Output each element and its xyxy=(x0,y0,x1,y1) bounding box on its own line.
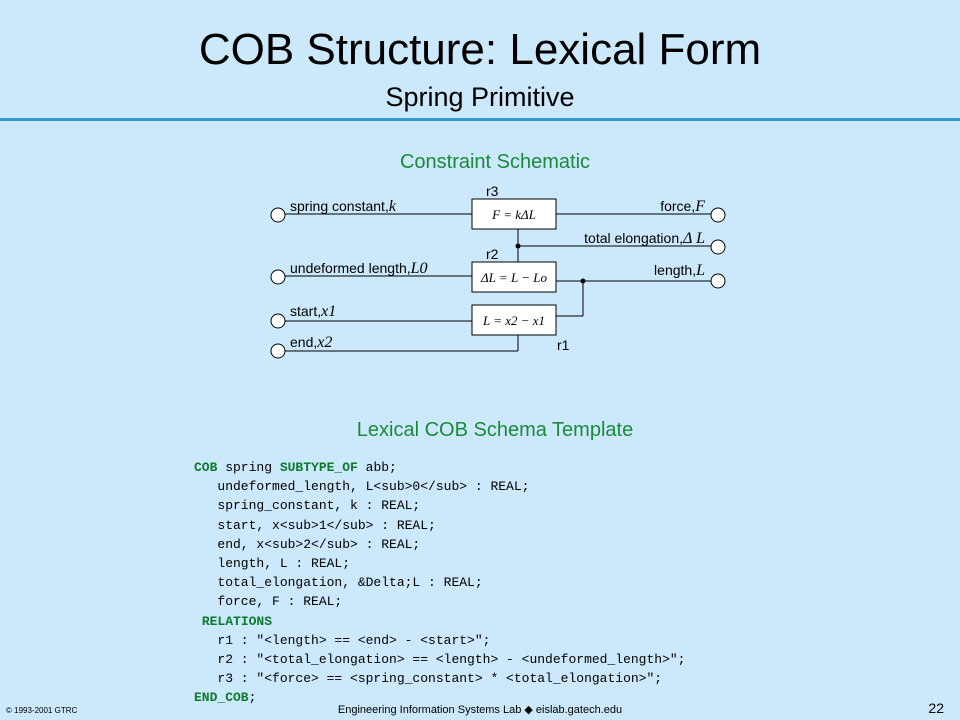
terminal-force xyxy=(710,207,726,223)
input-label-end: end,x2 xyxy=(290,334,332,351)
code-text: start, x<sub>1</sub> : REAL; xyxy=(194,517,436,533)
schematic-heading: Constraint Schematic xyxy=(399,151,591,173)
relation-box-r1 xyxy=(471,304,557,336)
title-divider xyxy=(0,118,960,121)
terminal-undeformed-length xyxy=(270,269,286,285)
relation-label-r1: r1 xyxy=(557,337,570,353)
formula-r1: L = x2 − x1 xyxy=(482,313,545,328)
relation-label-r3: r3 xyxy=(486,183,499,199)
terminal-start xyxy=(270,313,286,329)
template-heading: Lexical COB Schema Template xyxy=(356,419,634,441)
terminal-end xyxy=(270,343,286,359)
terminal-total-elongation xyxy=(710,239,726,255)
output-label-total-elongation: total elongation,Δ L xyxy=(584,230,705,247)
code-text: ; xyxy=(248,690,257,706)
code-line: r3 : "<force> == <spring_constant> * <to… xyxy=(194,669,685,688)
code-line: undeformed_length, L<sub>0</sub> : REAL; xyxy=(194,477,685,496)
output-label-length: length,L xyxy=(654,262,705,279)
page-number: 22 xyxy=(928,700,944,716)
code-line: force, F : REAL; xyxy=(194,592,685,611)
terminal-length xyxy=(710,273,726,289)
code-text: total_elongation, &Delta;L : REAL; xyxy=(194,575,483,591)
code-line: spring_constant, k : REAL; xyxy=(194,496,685,515)
code-line: END_COB; xyxy=(194,688,685,707)
code-keyword: COB xyxy=(194,460,218,475)
code-text: length, L : REAL; xyxy=(194,556,351,572)
slide-subtitle: Spring Primitive xyxy=(385,82,575,112)
slide-title: COB Structure: Lexical Form xyxy=(198,25,762,74)
code-text: spring_constant, k : REAL; xyxy=(194,498,421,514)
code-line: RELATIONS xyxy=(194,612,685,631)
relation-box-r2 xyxy=(471,261,557,293)
schema-code-block: COB spring SUBTYPE_OF abb; undeformed_le… xyxy=(194,458,685,708)
formula-r3: F = kΔL xyxy=(491,207,536,222)
code-line: COB spring SUBTYPE_OF abb; xyxy=(194,458,685,477)
input-label-undeformed-length: undeformed length,L0 xyxy=(290,260,428,277)
code-line: length, L : REAL; xyxy=(194,554,685,573)
footer-copyright: © 1993-2001 GTRC xyxy=(6,706,78,715)
code-text: abb; xyxy=(357,460,397,475)
code-line: start, x<sub>1</sub> : REAL; xyxy=(194,516,685,535)
code-keyword: END_COB xyxy=(194,690,249,706)
relation-label-r2: r2 xyxy=(486,246,499,262)
code-keyword: RELATIONS xyxy=(201,613,273,629)
code-line: end, x<sub>2</sub> : REAL; xyxy=(194,535,685,554)
code-text: r3 : "<force> == <spring_constant> * <to… xyxy=(194,671,663,687)
output-label-force: force,F xyxy=(660,198,705,215)
code-text xyxy=(194,614,202,629)
formula-r2: ΔL = L − Lo xyxy=(480,270,547,285)
code-line: r2 : "<total_elongation> == <length> - <… xyxy=(194,650,685,669)
code-text: force, F : REAL; xyxy=(194,594,343,610)
constraint-schematic: F = kΔL ΔL = L − Lo L = x2 − x1 r3 r2 r1… xyxy=(270,183,726,359)
relation-box-r3 xyxy=(471,198,557,230)
junction-dot xyxy=(580,278,586,284)
code-text: undeformed_length, L<sub>0</sub> : REAL; xyxy=(194,479,530,495)
input-label-spring-constant: spring constant,k xyxy=(290,198,397,215)
code-text: spring xyxy=(217,460,280,475)
junction-dot xyxy=(515,243,521,249)
code-text: end, x<sub>2</sub> : REAL; xyxy=(194,536,421,552)
input-label-start: start,x1 xyxy=(290,303,336,320)
code-text: r2 : "<total_elongation> == <length> - <… xyxy=(194,652,686,668)
code-text: r1 : "<length> == <end> - <start>"; xyxy=(194,632,491,648)
footer-lab: Engineering Information Systems Lab ◆ ei… xyxy=(337,704,623,716)
code-keyword: SUBTYPE_OF xyxy=(279,460,358,475)
code-line: total_elongation, &Delta;L : REAL; xyxy=(194,573,685,592)
code-line: r1 : "<length> == <end> - <start>"; xyxy=(194,631,685,650)
terminal-spring-constant xyxy=(270,207,286,223)
